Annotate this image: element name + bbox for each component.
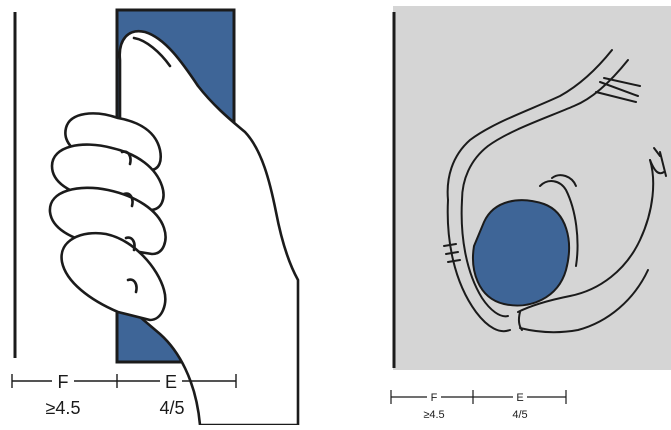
left-grip-panel: F E ≥4.5 4/5 xyxy=(11,8,300,427)
left-value-f: ≥4.5 xyxy=(46,398,81,418)
right-value-e: 4/5 xyxy=(512,409,527,421)
right-panel-background xyxy=(393,6,671,370)
right-label-e: E xyxy=(516,392,523,404)
left-dimension-line xyxy=(11,374,237,388)
right-value-f: ≥4.5 xyxy=(423,409,444,421)
left-label-f: F xyxy=(58,372,69,392)
right-dimension-line xyxy=(390,390,567,404)
hand-grasping-ball-icon xyxy=(443,49,667,334)
round-object xyxy=(472,199,570,307)
right-grip-panel: F E ≥4.5 4/5 xyxy=(390,6,671,421)
left-label-e: E xyxy=(165,372,177,392)
right-label-f: F xyxy=(431,392,438,404)
left-value-e: 4/5 xyxy=(159,398,184,418)
hand-grasping-block-icon xyxy=(48,29,300,427)
